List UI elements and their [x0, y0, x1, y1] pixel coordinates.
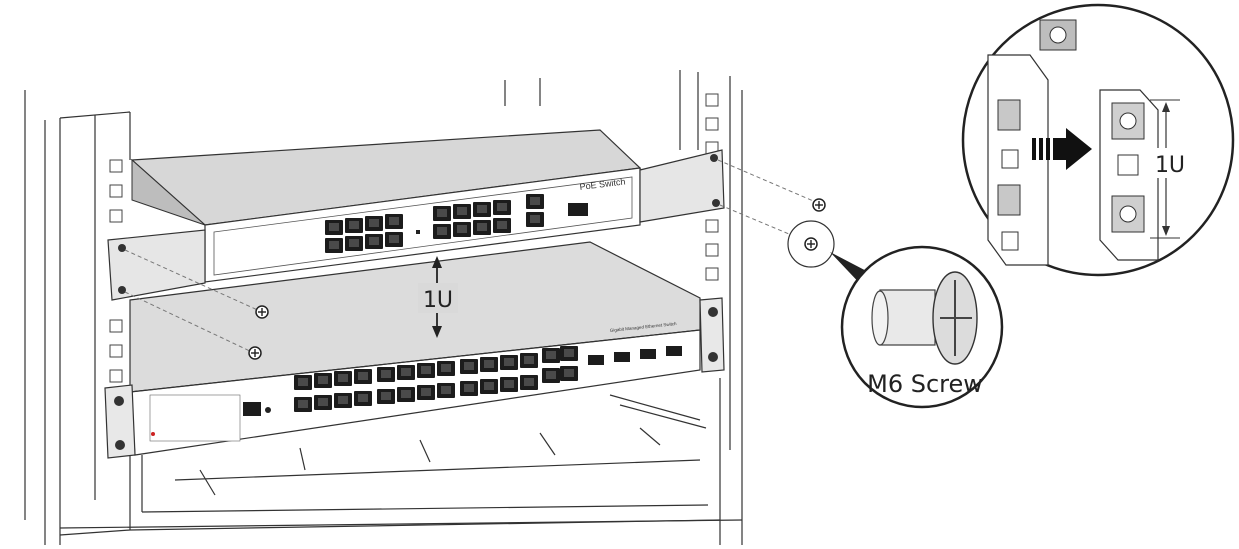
rail-detail: 1U: [961, 3, 1235, 277]
bottom-switch: Gigabit Managed Ethernet Switch: [104, 241, 725, 459]
spacing-arrow: 1U: [418, 256, 458, 338]
rack-frame: [24, 70, 743, 545]
top-switch: PoE Switch: [107, 129, 725, 301]
insert-arrow: [1032, 128, 1092, 170]
detail-1u-label: 1U: [1155, 153, 1185, 178]
top-switch-ports: [325, 194, 588, 253]
screw-callout: M6 Screw: [840, 245, 1004, 409]
screw-callout-label: M6 Screw: [867, 370, 983, 398]
spacing-label: 1U: [423, 288, 453, 313]
bottom-switch-ports: [294, 346, 682, 412]
